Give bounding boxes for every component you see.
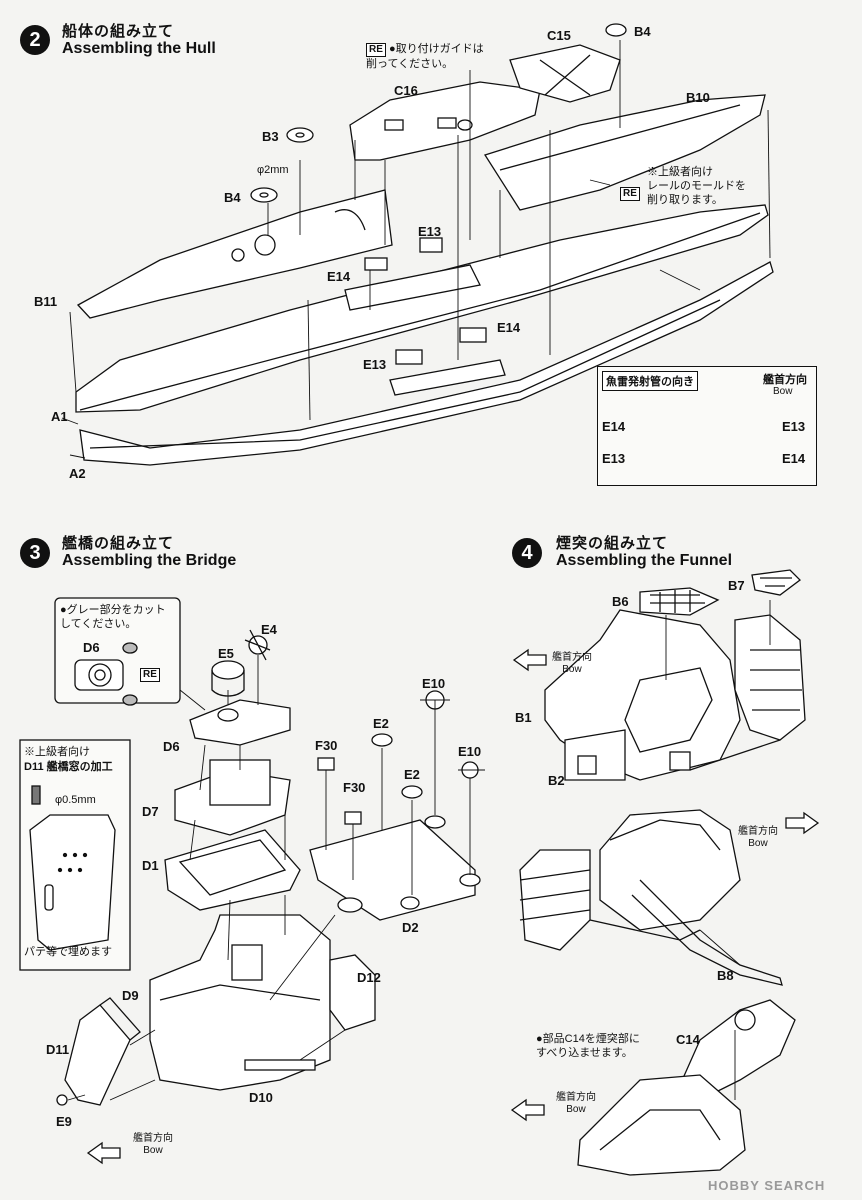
torpedo-right-label-1: E13 xyxy=(782,419,806,434)
part-e13-lower: E13 xyxy=(363,357,387,372)
torpedo-left-label-2: E13 xyxy=(602,451,626,466)
torpedo-box-title: 魚雷発射管の向き xyxy=(602,371,698,391)
part-b2: B2 xyxy=(548,773,565,788)
torpedo-bow-jp: 艦首方向 xyxy=(763,374,807,386)
expert-rail-note: ※上級者向け レールのモールドを 削り取ります。 xyxy=(647,166,746,206)
funnel-bow-label-1: 艦首方向 Bow xyxy=(542,652,602,676)
expert-sub: D11 艦橋窓の加工 xyxy=(24,761,113,773)
step-2-number: 2 xyxy=(20,25,50,55)
part-d1: D1 xyxy=(142,858,159,873)
part-d6: D6 xyxy=(163,739,180,754)
part-d6-callout: D6 xyxy=(83,640,100,655)
part-b7: B7 xyxy=(728,578,745,593)
part-d7: D7 xyxy=(142,804,159,819)
c14-note: ●部品C14を煙突部に すべり込ませます。 xyxy=(536,1033,640,1059)
part-e2-top: E2 xyxy=(373,716,389,731)
part-c14: C14 xyxy=(676,1032,700,1047)
step3-diameter: φ0.5mm xyxy=(55,794,96,806)
part-e14-upper: E14 xyxy=(327,269,351,284)
part-f30: F30 xyxy=(343,780,366,795)
part-b1: B1 xyxy=(515,710,532,725)
guide-note-text: ●取り付けガイドは 削ってください。 xyxy=(366,43,484,70)
re-label: RE xyxy=(620,187,640,201)
part-d10: D10 xyxy=(249,1090,273,1105)
part-b11: B11 xyxy=(34,294,58,309)
guide-note: RE ●取り付けガイドは 削ってください。 xyxy=(366,42,484,71)
part-d9: D9 xyxy=(122,988,139,1003)
step2-diameter: φ2mm xyxy=(257,164,289,176)
part-a1: A1 xyxy=(51,409,68,424)
part-e5: E5 xyxy=(218,646,234,661)
cut-note: ●グレー部分をカット してください。 xyxy=(60,604,166,630)
torpedo-right-label-2: E14 xyxy=(782,451,806,466)
step-4-title-jp: 煙突の組み立て xyxy=(556,535,669,552)
step-4-number: 4 xyxy=(512,538,542,568)
part-e9: E9 xyxy=(56,1114,72,1129)
funnel-bow1-jp: 艦首方向 xyxy=(552,652,592,663)
part-e10: E10 xyxy=(458,744,482,759)
bridge-bow-jp: 艦首方向 xyxy=(133,1133,173,1144)
part-b10: B10 xyxy=(686,90,710,105)
funnel-bow-label-2: 艦首方向 Bow xyxy=(728,826,788,850)
step-4-title-en: Assembling the Funnel xyxy=(556,552,733,569)
part-b8: B8 xyxy=(717,968,734,983)
funnel-bow2-jp: 艦首方向 xyxy=(738,826,778,837)
part-d12: D12 xyxy=(357,970,381,985)
part-b6: B6 xyxy=(612,594,629,609)
part-e14-lower: E14 xyxy=(497,320,521,335)
part-e13-upper: E13 xyxy=(418,224,442,239)
step-3-number: 3 xyxy=(20,538,50,568)
bridge-bow-en: Bow xyxy=(143,1145,163,1156)
part-b4-top: B4 xyxy=(634,24,651,39)
putty-note: パテ等で埋めます xyxy=(24,946,112,958)
step-3-title-jp: 艦橋の組み立て xyxy=(62,535,175,552)
part-c16: C16 xyxy=(394,83,418,98)
part-e10-top: E10 xyxy=(422,676,446,691)
funnel-bow1-en: Bow xyxy=(562,664,582,675)
re-marker-3: RE xyxy=(140,664,160,682)
part-e4: E4 xyxy=(261,622,277,637)
funnel-bow-label-3: 艦首方向 Bow xyxy=(546,1092,606,1116)
part-a2: A2 xyxy=(69,466,86,481)
part-e2: E2 xyxy=(404,767,420,782)
step-2-title-jp: 船体の組み立て xyxy=(62,23,175,40)
step-2-title-en: Assembling the Hull xyxy=(62,40,216,57)
torpedo-left-label-1: E14 xyxy=(602,419,626,434)
part-f30-top: F30 xyxy=(315,738,338,753)
part-b4: B4 xyxy=(224,190,241,205)
part-d2: D2 xyxy=(402,920,419,935)
bridge-bow-label: 艦首方向 Bow xyxy=(123,1133,183,1157)
re-marker-2: RE xyxy=(620,183,640,201)
step-3-title-en: Assembling the Bridge xyxy=(62,552,237,569)
expert-title: ※上級者向け xyxy=(24,746,90,758)
funnel-bow3-en: Bow xyxy=(566,1104,586,1115)
part-c15: C15 xyxy=(547,28,571,43)
funnel-bow2-en: Bow xyxy=(748,838,768,849)
funnel-bow3-jp: 艦首方向 xyxy=(556,1092,596,1103)
part-b3: B3 xyxy=(262,129,279,144)
part-d11: D11 xyxy=(46,1042,70,1057)
torpedo-bow-en: Bow xyxy=(773,386,793,397)
re-label: RE xyxy=(140,668,160,682)
torpedo-orientation-box: 魚雷発射管の向き 艦首方向 Bow E14 E13 E13 E14 xyxy=(597,366,817,486)
watermark: HOBBY SEARCH xyxy=(708,1178,826,1193)
